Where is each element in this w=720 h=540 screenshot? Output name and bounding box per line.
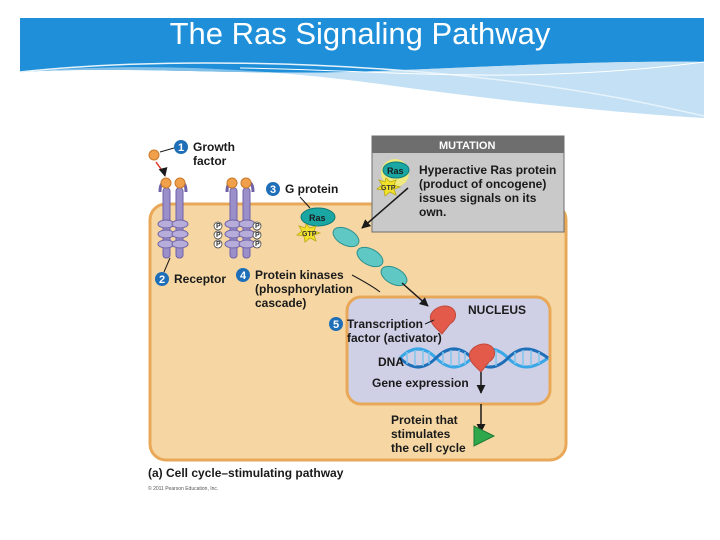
- step-badge-5: [329, 317, 343, 331]
- gtp-star-icon: [296, 223, 322, 243]
- mutation-text-line4: own.: [419, 205, 446, 219]
- protein-label-line1: Protein that: [391, 413, 458, 427]
- nucleus-label: NUCLEUS: [468, 303, 526, 317]
- step-label-4-line3: cascade): [255, 296, 306, 310]
- step-label-1-line1: Growth: [193, 140, 235, 154]
- step-label-5-line1: Transcription: [347, 317, 423, 331]
- kinase-cascade: [332, 226, 408, 287]
- step-label-4-line1: Protein kinases: [255, 268, 344, 282]
- transcription-factor-leader: [424, 319, 435, 325]
- mutation-arrow: [361, 187, 409, 229]
- growth-factor-molecules: [148, 149, 252, 189]
- step-badge-2: [155, 272, 169, 286]
- step-number-5: 5: [333, 319, 339, 331]
- figure-caption: (a) Cell cycle–stimulating pathway: [148, 466, 344, 480]
- banner-wave-line-2: [239, 61, 705, 76]
- mutation-header: MUTATION: [439, 140, 495, 152]
- mutation-text-line3: issues signals on its: [419, 191, 537, 205]
- kinase-leader: [351, 274, 381, 293]
- phosphate-label: P: [255, 223, 260, 230]
- mutant-ras-label: Ras: [387, 166, 404, 176]
- step-badge-1: [174, 140, 188, 154]
- gene-expression-label: Gene expression: [372, 376, 469, 390]
- mutant-gtp-star-icon: [376, 177, 402, 197]
- step-number-4: 4: [240, 270, 247, 282]
- mutation-text-line1: Hyperactive Ras protein: [419, 163, 556, 177]
- phosphate-label: P: [255, 241, 260, 248]
- step-number-2: 2: [159, 274, 165, 286]
- protein-label-line3: the cell cycle: [391, 441, 466, 455]
- banner-wave-light: [20, 61, 704, 118]
- mutation-header-bar: [372, 136, 564, 153]
- title-banner: [19, 18, 705, 118]
- mutant-ras-icon: [382, 161, 410, 179]
- receptor-right: [224, 180, 256, 259]
- phosphate-label: P: [216, 223, 221, 230]
- phosphate-label: P: [216, 241, 221, 248]
- step-label-3: G protein: [285, 182, 338, 196]
- copyright-notice: © 2011 Pearson Education, Inc.: [148, 485, 218, 492]
- step-label-4-line2: (phosphorylation: [255, 282, 353, 296]
- banner-background: [20, 18, 704, 73]
- arrow-to-nucleus: [401, 282, 429, 307]
- step-number-1: 1: [178, 142, 184, 154]
- ras-protein-icon: [300, 207, 336, 227]
- ras-label: Ras: [309, 213, 326, 223]
- transcription-factor-bound-icon: [468, 343, 496, 373]
- phosphate-label: P: [255, 232, 260, 239]
- phosphate-label: P: [216, 232, 221, 239]
- step-label-2: Receptor: [174, 272, 226, 286]
- growth-factor-arrow: [155, 161, 168, 177]
- step-badge-4: [236, 268, 250, 282]
- step-label-5-line2: factor (activator): [347, 331, 442, 345]
- step-number-3: 3: [270, 184, 276, 196]
- dna-label: DNA: [378, 355, 404, 369]
- slide-title: The Ras Signaling Pathway: [169, 16, 551, 51]
- g-protein-leader: [299, 196, 311, 209]
- phosphate-group-left: [213, 221, 223, 249]
- transcription-factor-cytoplasm-icon: [429, 305, 457, 335]
- phosphate-group-right: [252, 221, 262, 249]
- growth-factor-leader: [159, 147, 175, 153]
- mutant-gtp-label: GTP: [381, 185, 396, 192]
- receptor-left: [157, 180, 189, 259]
- step-badge-3: [266, 182, 280, 196]
- cell-cycle-protein-icon: [473, 425, 496, 447]
- receptor-leader: [163, 257, 171, 273]
- gtp-label: GTP: [302, 231, 317, 238]
- step-label-1-line2: factor: [193, 154, 227, 168]
- protein-label-line2: stimulates: [391, 427, 451, 441]
- mutation-text-line2: (product of oncogene): [419, 177, 546, 191]
